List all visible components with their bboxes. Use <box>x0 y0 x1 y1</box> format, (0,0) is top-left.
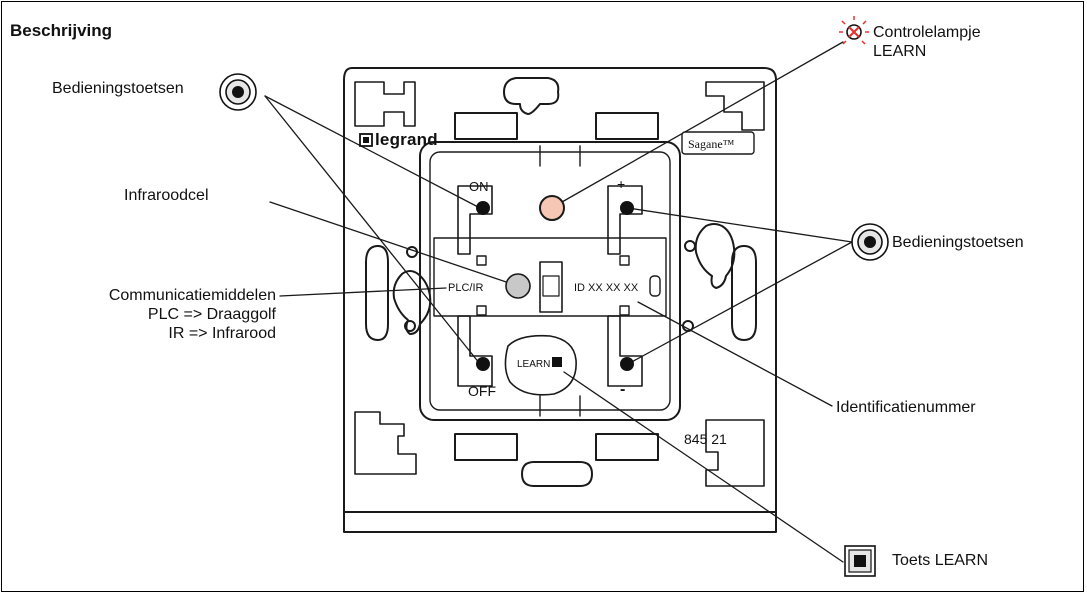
bedieningstoetsen-right-label: Bedieningstoetsen <box>892 234 1024 251</box>
learn-led <box>539 195 565 221</box>
plc-ir-label: PLC/IR <box>448 279 484 298</box>
on-label: ON <box>469 179 489 194</box>
communicatie-ir-label: IR => Infrarood <box>168 325 276 342</box>
top-keyhole <box>503 77 560 115</box>
learn-housing <box>504 334 577 396</box>
callout-lines <box>264 41 853 563</box>
top-right-clip <box>705 81 765 131</box>
right-side-slot <box>731 245 757 341</box>
ref-number: 845 21 <box>684 431 727 447</box>
plus-label: + <box>617 176 626 192</box>
ir-cell <box>505 273 531 299</box>
learn-key-label: LEARN <box>517 359 551 370</box>
left-screw-hole <box>404 320 416 332</box>
brand-logo-text: legrand <box>375 130 438 149</box>
mechanism-inner <box>429 151 671 411</box>
id-label: ID XX XX XX <box>574 282 639 294</box>
communicatie-plc-label: PLC => Draaggolf <box>147 306 276 323</box>
bottom-keyhole <box>521 461 593 487</box>
key-slot-on <box>457 185 493 255</box>
controlelampje-label-2: LEARN <box>873 43 927 60</box>
series-logo-text: Sagane™ <box>688 137 735 151</box>
learn-key-square <box>552 357 562 367</box>
outer-plate <box>343 67 777 533</box>
center-connector <box>539 261 563 313</box>
key-dot-plus <box>620 201 634 215</box>
top-slot-left <box>454 112 518 140</box>
infraroodcel-label: Infraroodcel <box>124 187 209 204</box>
right-screw-hole <box>684 240 696 252</box>
key-slot-plus <box>607 185 643 255</box>
side-connector <box>649 275 661 297</box>
middle-band <box>433 237 667 317</box>
controlelampje-label: Controlelampje <box>873 24 981 41</box>
identificatienummer-label: Identificatienummer <box>836 399 976 416</box>
top-left-clip <box>354 81 416 127</box>
bottom-left-clip <box>354 411 417 475</box>
bottom-slot-right <box>595 433 659 461</box>
off-label: OFF <box>468 383 496 399</box>
logo-square <box>359 133 373 147</box>
right-keyhole <box>694 223 736 289</box>
sagane-badge <box>681 131 755 155</box>
led-warning-icon <box>839 16 869 45</box>
left-side-slot <box>365 245 389 341</box>
left-keyhole <box>392 270 432 335</box>
toets-learn-label: Toets LEARN <box>892 552 989 569</box>
minus-label: - <box>620 381 626 398</box>
bedieningstoetsen-left-label: Bedieningstoetsen <box>52 80 184 97</box>
key-dot-on <box>476 201 490 215</box>
mechanism-outer <box>419 141 681 421</box>
bottom-slot-left <box>454 433 518 461</box>
bottom-right-clip <box>705 419 765 487</box>
top-slot-right <box>595 112 659 140</box>
diagram-title: Beschrijving <box>10 21 113 40</box>
key-dot-off <box>476 357 490 371</box>
key-slot-minus <box>607 315 643 387</box>
key-slot-off <box>457 315 493 387</box>
communicatie-label: Communicatiemiddelen <box>108 287 276 304</box>
key-dot-minus <box>620 357 634 371</box>
